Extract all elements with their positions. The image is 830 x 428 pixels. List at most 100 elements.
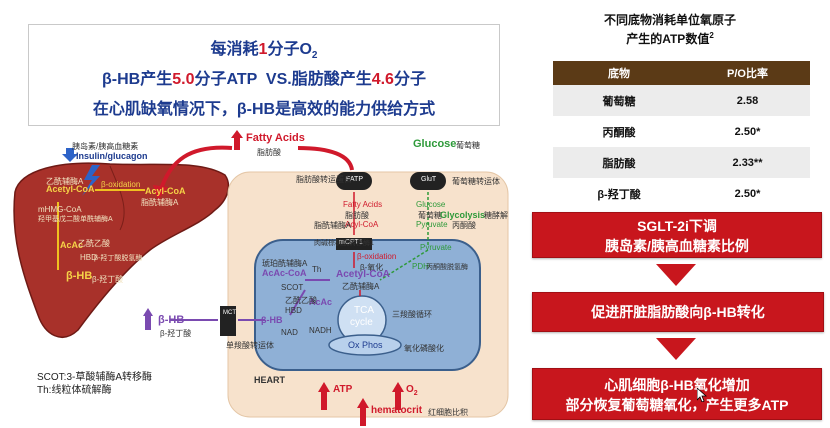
mcpt1-transporter xyxy=(336,238,372,250)
down-arrow-blue-icon xyxy=(62,148,78,162)
label-pyruvate-cn: 丙酮酸 xyxy=(452,221,476,230)
mouse-cursor-icon xyxy=(697,388,707,402)
table-cell-ratio: 2.50* xyxy=(685,116,810,147)
label-o2: O2 xyxy=(406,384,418,397)
table-header-ratio: P/O比率 xyxy=(685,61,810,85)
label-mcpt1: mCPT1 xyxy=(339,239,363,246)
label-pyruvate: Pyruvate xyxy=(416,220,448,229)
table-cell-ratio: 2.58 xyxy=(685,85,810,116)
label-mcpt1-cn: 肉碱棕榈酰转移酶1 xyxy=(314,240,374,247)
label-hbd-liver: HBD xyxy=(80,253,97,262)
label-nad: NAD xyxy=(281,328,298,337)
table-row: β-羟丁酸 2.50* xyxy=(553,178,810,209)
bhb-to-acac-arrow xyxy=(289,289,306,316)
label-bhb-mid: β-HB xyxy=(158,314,185,326)
label-acac-cn: 乙酰乙酸 xyxy=(285,296,317,305)
label-insulin-cn: 胰岛素/胰高血糖素 xyxy=(72,142,139,151)
label-mct: MCT xyxy=(223,310,236,316)
label-pdh: PDH xyxy=(412,262,429,271)
label-fatty-acids: Fatty Acids xyxy=(246,132,305,144)
label-acyl-coa-liver: Acyl-CoA xyxy=(145,186,186,196)
po-ratio-table: 底物 P/O比率 葡萄糖 2.58 丙酮酸 2.50* 脂肪酸 2.33** β… xyxy=(553,61,810,209)
label-hmmg: mHMG-CoA xyxy=(38,205,82,214)
glut-transporter xyxy=(410,172,446,190)
label-beta-ox-liver: β-oxidation xyxy=(101,180,141,189)
label-acac-liver-cn: 乙酰乙酸 xyxy=(78,239,110,248)
label-fatp: FATP xyxy=(346,176,363,183)
label-fatp-cn: 脂肪酸转运蛋白 xyxy=(296,175,352,184)
label-glut: GluT xyxy=(421,176,437,183)
label-bhb-liver: β-HB xyxy=(66,270,93,282)
atp-up-arrow-icon xyxy=(318,382,330,410)
label-heart: HEART xyxy=(254,375,285,385)
oxphos-ellipse xyxy=(328,334,402,356)
headline-line-1: 每消耗1分子O2 xyxy=(210,41,318,62)
arrowhead-icon xyxy=(153,185,168,200)
footnote-th: Th:线粒体硫解酶 xyxy=(37,385,112,396)
label-glucose: Glucose xyxy=(413,138,457,150)
label-acac-coa-cn: 琥珀酰辅酶A xyxy=(262,259,308,268)
label-hematocrit: hematocrit xyxy=(371,405,423,416)
table-cell-ratio: 2.50* xyxy=(685,178,810,209)
table-cell-ratio: 2.33** xyxy=(685,147,810,178)
label-hbd-liver-cn: β-羟丁酸脱氢酶 xyxy=(94,255,143,262)
label-hbd: HBD xyxy=(285,306,302,315)
fatp-transporter xyxy=(336,172,372,190)
label-acyl-coa-inner-cn: 脂酰辅酶A xyxy=(314,221,352,230)
label-mct-cn: 单羧酸转运体 xyxy=(226,341,274,350)
label-glycolysis: Glycolysis xyxy=(440,210,486,220)
label-glucose-inner-cn: 葡萄糖 xyxy=(418,211,442,220)
label-glycolysis-cn: 糖酵解 xyxy=(484,211,508,220)
bhb-up-arrow-icon xyxy=(143,308,153,330)
flow-box-liver: 促进肝脏脂肪酸向β-HB转化 xyxy=(532,292,824,332)
label-acetyl-coa: Acetyl-CoA xyxy=(336,269,390,280)
headline-line-2: β-HB产生5.0分子ATP VS.脂肪酸产生4.6分子 xyxy=(102,71,426,88)
label-bhb-liver-cn: β-羟丁酸 xyxy=(92,275,124,284)
label-tca-cycle: cycle xyxy=(350,317,373,328)
label-bhb-mid-cn: β-羟丁酸 xyxy=(160,329,192,338)
label-acetyl-coa-liver-cn: 乙酰辅酶A xyxy=(46,177,84,186)
table-cell-substrate: 葡萄糖 xyxy=(553,85,686,116)
metabolism-diagram xyxy=(13,130,509,426)
footnote-scot: SCOT:3-草酸辅酶A转移酶 xyxy=(37,372,153,383)
fatty-acid-to-heart-arrow xyxy=(297,146,354,171)
label-pdh-cn: 丙酮酸脱氢酶 xyxy=(426,264,468,271)
label-fa-inner-cn: 脂肪酸 xyxy=(345,211,369,220)
flow-box-sglt2: SGLT-2i下调 胰岛素/胰高血糖素比例 xyxy=(532,212,822,258)
label-acyl-coa-liver-cn: 脂酰辅酶A xyxy=(141,198,179,207)
label-th: Th xyxy=(312,265,322,274)
label-fatty-acids-cn: 脂肪酸 xyxy=(257,148,281,157)
label-acac-liver: AcAc xyxy=(60,240,84,250)
label-oxphos-cn: 氧化磷酸化 xyxy=(404,344,444,353)
label-hematocrit-cn: 红细胞比积 xyxy=(428,408,468,417)
label-beta-ox-cn: β-氧化 xyxy=(360,263,384,272)
flow-box-heart: 心肌细胞β-HB氧化增加 部分恢复葡萄糖氧化，产生更多ATP xyxy=(532,368,822,420)
label-acyl-coa-inner: Acyl-CoA xyxy=(345,220,379,229)
label-scot: SCOT xyxy=(281,283,304,292)
label-acac-coa: AcAc-CoA xyxy=(262,268,307,278)
label-oxphos: Ox Phos xyxy=(348,340,383,350)
table-cell-substrate: β-羟丁酸 xyxy=(553,178,686,209)
table-row: 脂肪酸 2.33** xyxy=(553,147,810,178)
label-insulin: Insulin/glucagon xyxy=(76,151,148,161)
mct-transporter xyxy=(220,306,236,336)
label-acetyl-coa-liver: Acetyl-CoA xyxy=(46,184,95,194)
down-arrow-icon xyxy=(656,338,696,360)
liver-shape xyxy=(13,162,230,338)
label-acetyl-coa-cn: 乙酰辅酶A xyxy=(342,282,380,291)
label-glucose-inner: Glucose xyxy=(416,200,446,209)
label-beta-ox: β-oxidation xyxy=(357,252,397,261)
label-fa-inner: Fatty Acids xyxy=(343,200,383,209)
label-nadh: NADH xyxy=(309,326,332,335)
table-cell-substrate: 丙酮酸 xyxy=(553,116,686,147)
label-atp: ATP xyxy=(333,384,353,395)
down-arrow-icon xyxy=(656,264,696,286)
label-glut-cn: 葡萄糖转运体 xyxy=(452,177,500,186)
label-bhb-inner: β-HB xyxy=(261,315,283,325)
table-row: 丙酮酸 2.50* xyxy=(553,116,810,147)
o2-up-arrow-icon xyxy=(392,382,404,410)
lightning-icon xyxy=(82,165,100,196)
headline-box: 每消耗1分子O2 β-HB产生5.0分子ATP VS.脂肪酸产生4.6分子 在心… xyxy=(28,24,500,126)
table-header-substrate: 底物 xyxy=(553,61,686,85)
table-title: 不同底物消耗单位氧原子 产生的ATP数值2 xyxy=(603,13,736,46)
